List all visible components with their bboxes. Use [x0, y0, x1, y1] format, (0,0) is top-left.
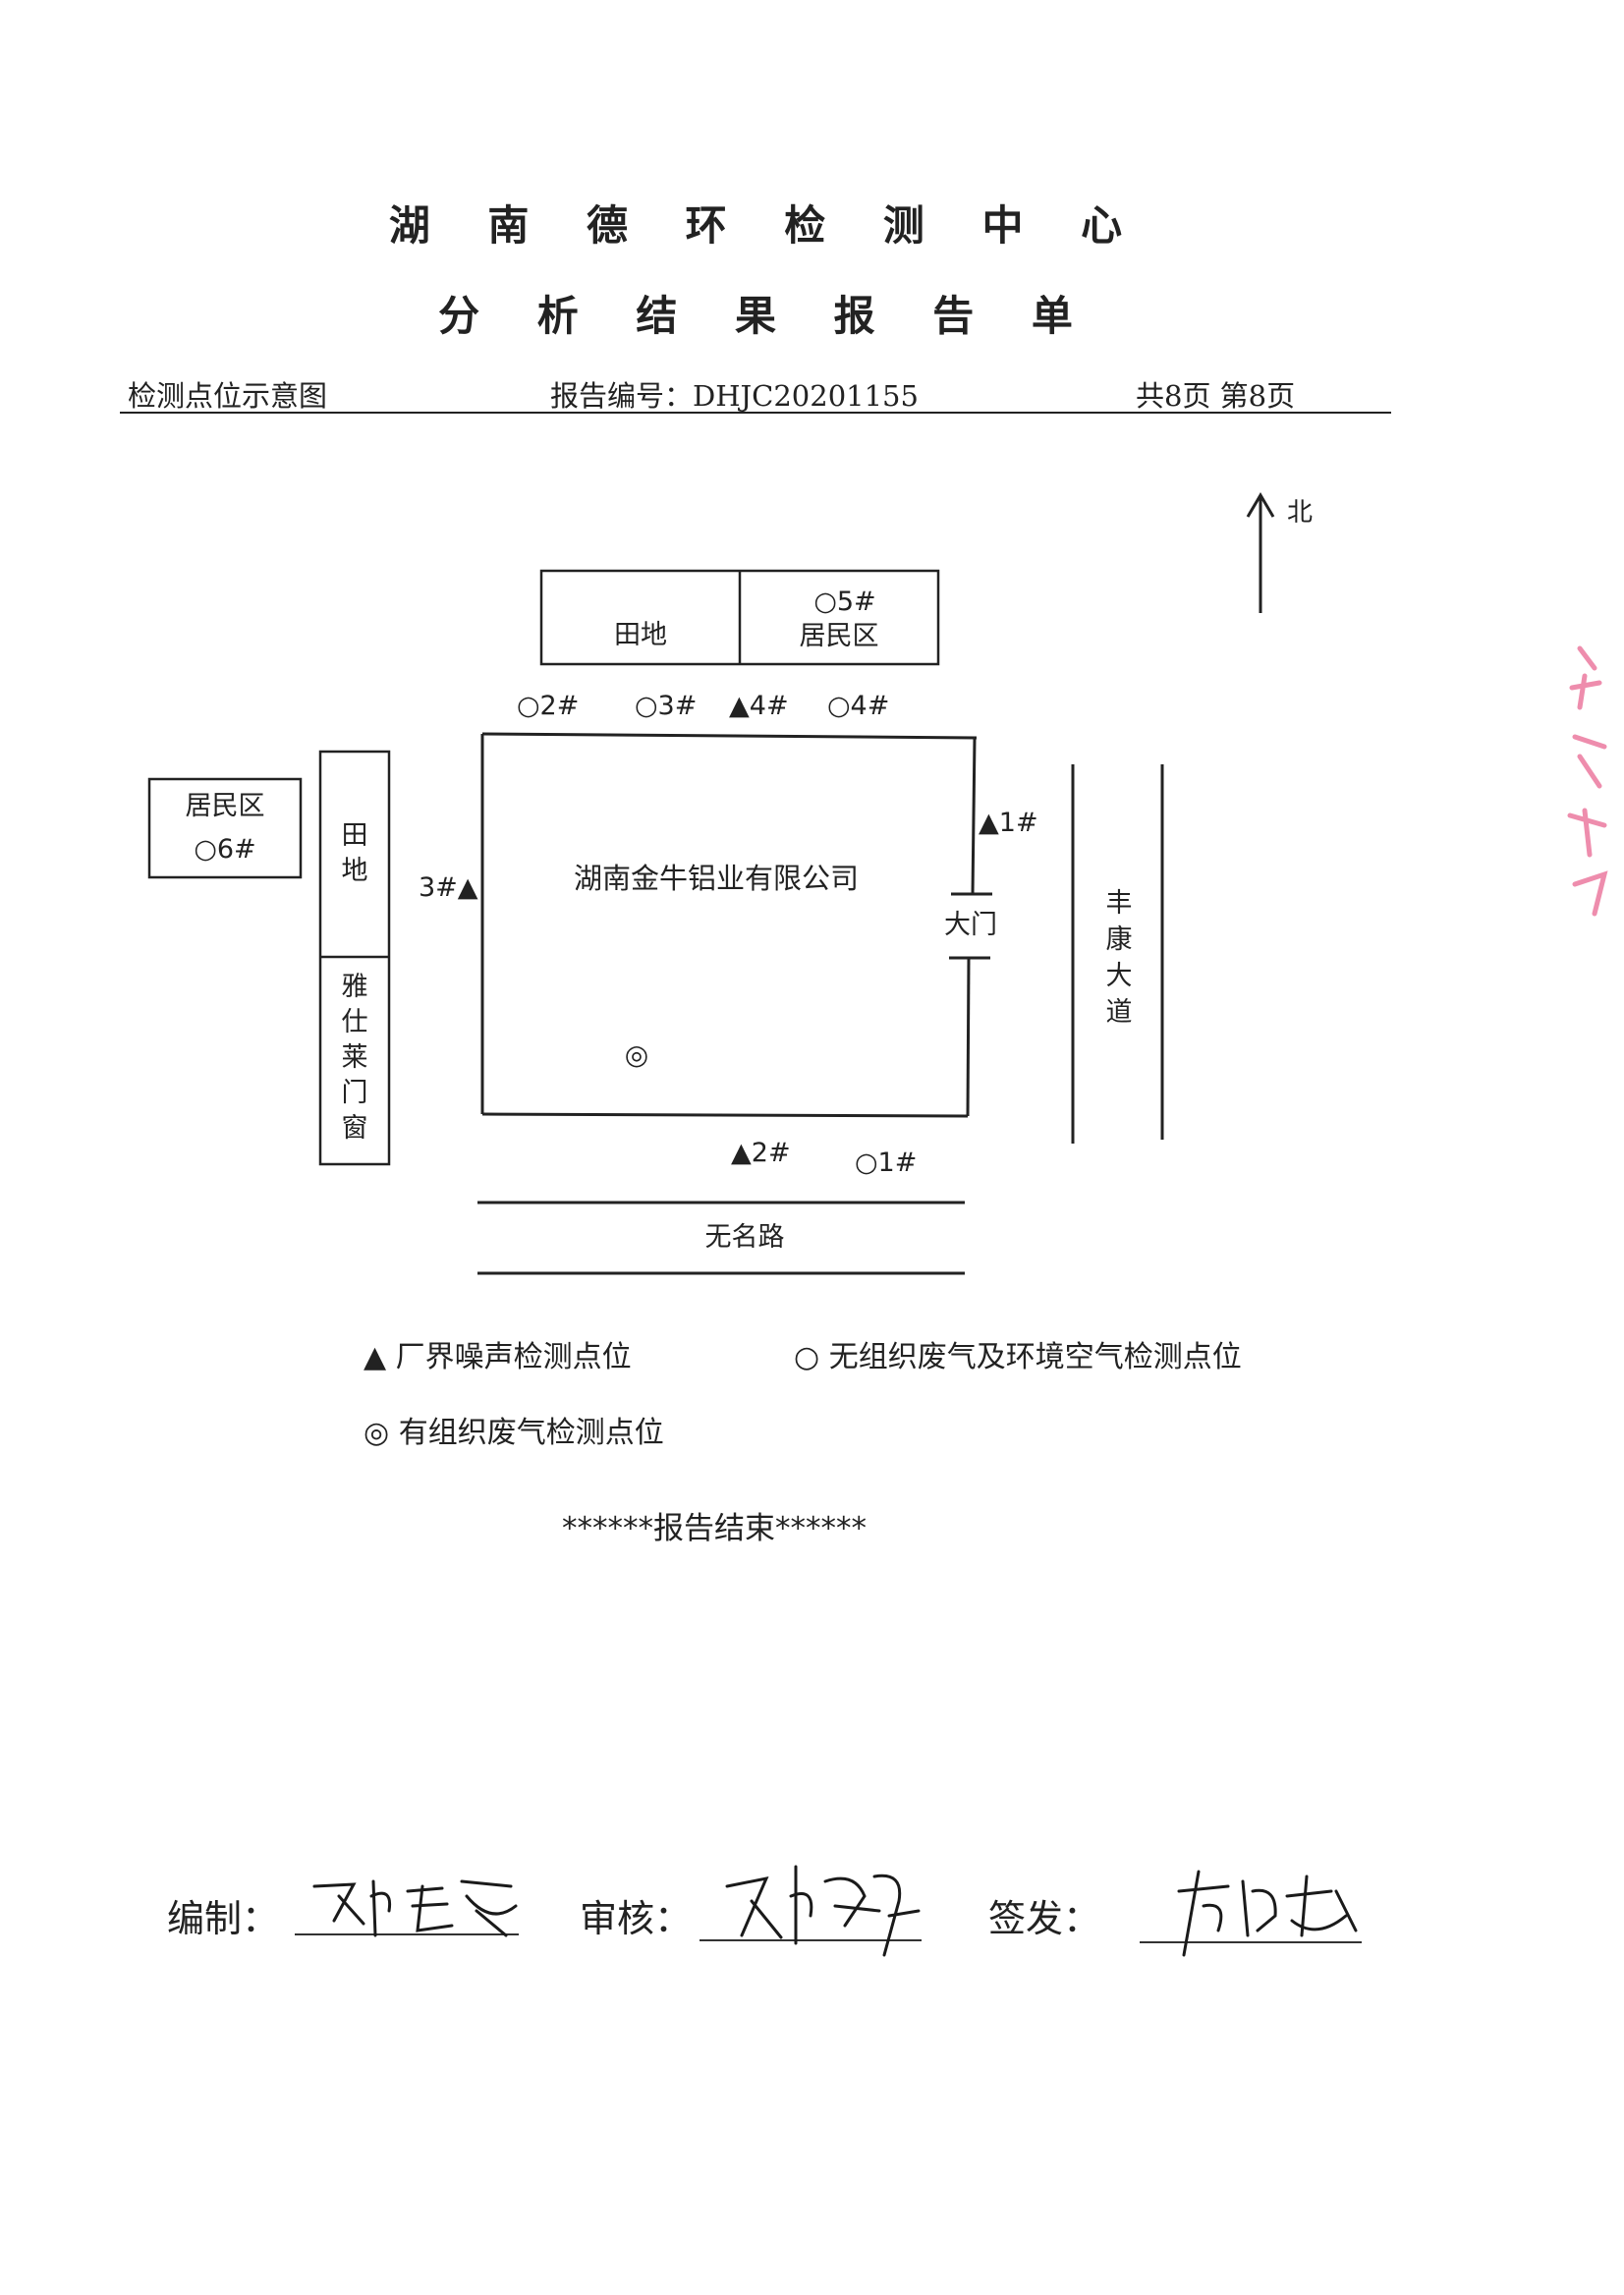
site-map: 北 田地 ○5# 居民区 ○2# ○3# ▲4# ○4# 大门 湖南金牛铝业有限…	[147, 492, 1313, 1275]
point-o6: ○6#	[194, 834, 255, 865]
point-t1: ▲1#	[979, 808, 1038, 838]
residential-west-label: 居民区	[186, 791, 265, 821]
review-label: 审核：	[580, 1897, 693, 1940]
fengkang-char-3: 大	[1106, 961, 1133, 991]
review-sign-line	[700, 1939, 922, 1941]
factory-outline	[480, 732, 978, 1118]
compile-sign-line	[295, 1933, 519, 1935]
fengkang-char-1: 丰	[1106, 888, 1133, 919]
compile-label: 编制：	[167, 1897, 280, 1940]
point-t3: 3#▲	[419, 872, 478, 903]
point-o5: ○5#	[813, 587, 875, 617]
point-t2: ▲2#	[731, 1138, 791, 1168]
field-west-char-2: 地	[342, 856, 368, 886]
south-road-label: 无名路	[705, 1222, 785, 1253]
yashilai-char-1: 雅	[342, 972, 368, 1002]
fengkang-char-4: 道	[1106, 997, 1133, 1028]
issue-sign-line	[1140, 1941, 1362, 1943]
stack-point-icon: ◎	[625, 1038, 648, 1071]
page-count: 共8页 第8页	[1136, 379, 1296, 413]
yashilai-char-2: 仕	[342, 1007, 368, 1037]
seal-fragment	[1567, 645, 1608, 917]
gate-label: 大门	[944, 910, 997, 940]
field-north-label: 田地	[614, 620, 667, 650]
west-residential-box	[147, 777, 303, 879]
point-o1: ○1#	[855, 1148, 917, 1178]
point-o4: ○4#	[827, 691, 889, 721]
review-signature	[725, 1865, 921, 1957]
section-label: 检测点位示意图	[128, 379, 328, 413]
yashilai-char-3: 莱	[342, 1042, 368, 1073]
yashilai-char-5: 窗	[342, 1113, 368, 1144]
report-number: 报告编号：DHJC20201155	[550, 379, 919, 413]
org-name: 湖 南 德 环 检 测 中 心	[388, 201, 1145, 250]
point-o3: ○3#	[635, 691, 697, 721]
field-west-char-1: 田	[342, 820, 368, 851]
issue-signature	[1177, 1870, 1358, 1957]
doc-title: 分 析 结 果 报 告 单	[438, 292, 1094, 340]
point-o2: ○2#	[517, 691, 579, 721]
yashilai-char-4: 门	[342, 1078, 368, 1108]
north-label: 北	[1287, 498, 1313, 528]
compile-signature	[312, 1879, 518, 1937]
point-t4: ▲4#	[729, 691, 789, 721]
legend-stack: ◎ 有组织废气检测点位	[364, 1416, 664, 1450]
company-name: 湖南金牛铝业有限公司	[574, 862, 859, 895]
issue-label: 签发：	[988, 1897, 1101, 1940]
header-rule	[120, 412, 1391, 414]
residential-north-label: 居民区	[800, 621, 879, 651]
fengkang-char-2: 康	[1106, 924, 1133, 955]
legend-noise: ▲ 厂界噪声检测点位	[364, 1340, 632, 1374]
legend-air: ○ 无组织废气及环境空气检测点位	[794, 1340, 1242, 1374]
report-end: ******报告结束******	[562, 1511, 867, 1546]
north-arrow-icon	[1246, 492, 1275, 613]
